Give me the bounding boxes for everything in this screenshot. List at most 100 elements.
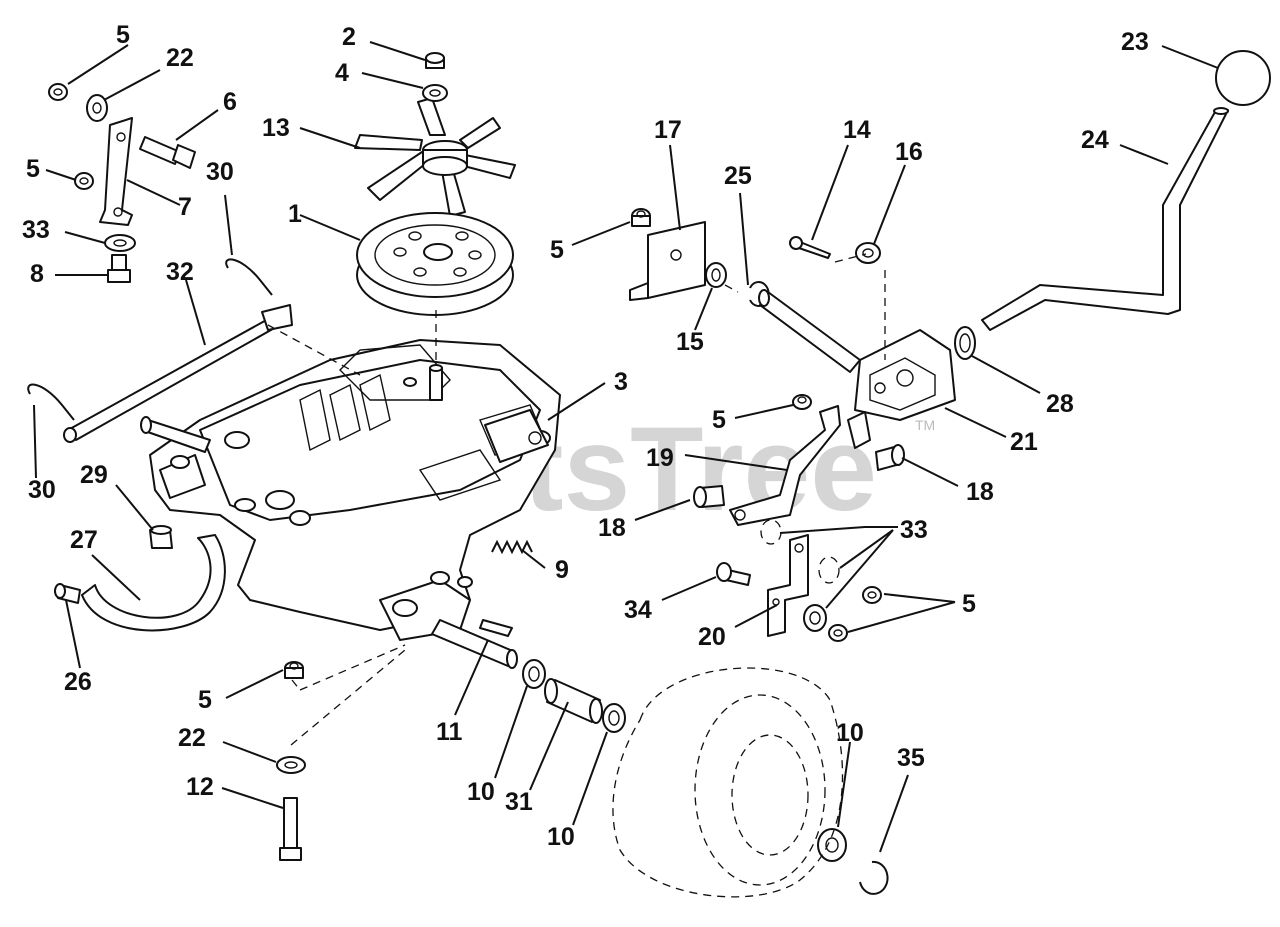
part-20-bracket[interactable] (767, 534, 809, 637)
callout-34: 34 (624, 596, 652, 624)
part-30-clip-a[interactable] (225, 258, 273, 296)
part-18-pin-a[interactable] (693, 485, 725, 508)
part-10-washer-b[interactable] (602, 703, 626, 733)
callout-10-right: 10 (836, 719, 864, 747)
part-10-washer-a[interactable] (522, 659, 546, 689)
part-3-shift-arm[interactable] (484, 409, 549, 463)
callout-5-19: 5 (712, 406, 726, 434)
callout-5-right: 5 (962, 590, 976, 618)
callout-5-top: 5 (116, 21, 130, 49)
part-17-bracket[interactable] (629, 221, 706, 301)
part-7-bracket[interactable] (99, 117, 133, 226)
callout-1: 1 (288, 200, 302, 228)
part-22-washer-a[interactable] (86, 94, 108, 122)
part-11-key[interactable] (479, 619, 513, 637)
callout-13: 13 (262, 114, 290, 142)
callout-32: 32 (166, 258, 194, 286)
part-21-shift-bracket[interactable] (847, 329, 956, 449)
callout-19: 19 (646, 444, 674, 472)
part-22-washer-b[interactable] (276, 756, 306, 774)
callout-10-mid: 10 (547, 823, 575, 851)
part-9-spring[interactable] (491, 539, 533, 555)
part-18-pin-b[interactable] (875, 444, 905, 471)
callout-labels: 5 22 6 13 2 4 23 24 5 7 30 33 8 1 32 17 … (22, 21, 1149, 851)
part-8-bolt[interactable] (107, 254, 131, 283)
part-14-cotter-pin[interactable] (789, 236, 831, 259)
part-23-knob[interactable] (1215, 50, 1271, 106)
callout-25: 25 (724, 162, 752, 190)
callout-15: 15 (676, 328, 704, 356)
assembly-lines (267, 253, 886, 746)
callout-14: 14 (843, 116, 871, 144)
callout-33-right: 33 (900, 516, 928, 544)
part-6-bolt[interactable] (139, 136, 196, 169)
part-33-washer-c[interactable] (803, 604, 827, 632)
part-34-bolt[interactable] (716, 562, 751, 586)
part-5-nut-bottom[interactable] (284, 661, 304, 679)
part-27-hose[interactable] (81, 534, 226, 632)
shift-shaft[interactable] (758, 289, 861, 373)
callout-9: 9 (555, 556, 569, 584)
callout-10-left: 10 (467, 778, 495, 806)
part-5-nut-c[interactable] (631, 208, 651, 227)
callout-28: 28 (1046, 390, 1074, 418)
callout-5-bottom: 5 (198, 686, 212, 714)
part-26-fitting[interactable] (54, 583, 81, 604)
transaxle-housing[interactable] (149, 339, 561, 641)
part-5-nut-d[interactable] (792, 394, 812, 410)
callout-17: 17 (654, 116, 682, 144)
part-13-fan[interactable] (354, 97, 516, 217)
part-5-nut-a[interactable] (48, 83, 68, 101)
part-5-nut-f[interactable] (828, 624, 848, 642)
part-29-fitting[interactable] (149, 525, 173, 549)
part-1-pulley[interactable] (356, 212, 514, 316)
callout-31: 31 (505, 788, 533, 816)
part-24-shift-lever[interactable] (981, 107, 1229, 331)
callout-22-top: 22 (166, 44, 194, 72)
part-31-spacer[interactable] (544, 678, 603, 724)
callout-24: 24 (1081, 126, 1109, 154)
callout-23: 23 (1121, 28, 1149, 56)
callout-3: 3 (614, 368, 628, 396)
callout-5-17: 5 (550, 236, 564, 264)
callout-2: 2 (342, 23, 356, 51)
part-32-rod[interactable] (63, 304, 293, 443)
part-35-retaining-ring[interactable] (859, 860, 889, 895)
callout-12: 12 (186, 773, 214, 801)
part-5-nut-b[interactable] (74, 172, 94, 190)
right-axle[interactable] (431, 619, 518, 669)
callout-20: 20 (698, 623, 726, 651)
part-4-washer[interactable] (422, 84, 448, 102)
callout-leaders (33, 41, 1219, 853)
callout-11: 11 (436, 718, 463, 746)
wheel[interactable] (612, 667, 844, 898)
callout-33-left: 33 (22, 216, 50, 244)
callout-5-left: 5 (26, 155, 40, 183)
callout-22-bottom: 22 (178, 724, 206, 752)
part-15-washer[interactable] (705, 262, 727, 288)
part-30-clip-b[interactable] (27, 383, 75, 421)
part-12-bolt[interactable] (279, 797, 302, 861)
watermark-tm: TM (915, 417, 935, 433)
callout-26: 26 (64, 668, 92, 696)
part-28-spring-washer[interactable] (954, 326, 976, 360)
part-33-washer-b[interactable] (818, 556, 840, 584)
part-5-nut-e[interactable] (862, 586, 882, 604)
callout-35: 35 (897, 744, 925, 772)
part-16-washer[interactable] (855, 242, 881, 264)
part-19-link[interactable] (729, 405, 841, 526)
part-2-nut[interactable] (425, 52, 445, 69)
callout-8: 8 (30, 260, 44, 288)
callout-30-top: 30 (206, 158, 234, 186)
callout-27: 27 (70, 526, 98, 554)
left-axle[interactable] (140, 416, 211, 453)
callout-21: 21 (1010, 428, 1038, 456)
callout-7: 7 (178, 193, 192, 221)
part-10-washer-c[interactable] (817, 828, 847, 862)
callout-30-left: 30 (28, 476, 56, 504)
callout-29: 29 (80, 461, 108, 489)
callout-16: 16 (895, 138, 923, 166)
part-33-washer-left[interactable] (104, 234, 136, 252)
